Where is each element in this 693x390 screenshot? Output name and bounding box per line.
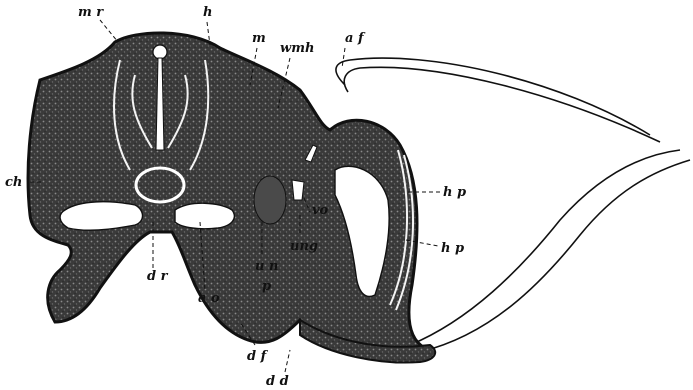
label-vo: vo (312, 203, 329, 218)
right-aorta-space (175, 203, 234, 229)
left-aorta-space (60, 202, 142, 230)
label-ung: ung (290, 239, 318, 254)
neural-canal-stem (156, 58, 164, 150)
label-af: a f (345, 31, 366, 46)
leader-af (342, 48, 345, 68)
label-dd: d d (266, 374, 289, 389)
label-wmh: wmh (280, 41, 314, 56)
wolffian-body (254, 176, 286, 224)
label-df: d f (247, 349, 269, 364)
label-dr: d r (147, 269, 169, 284)
leader-mr (100, 20, 118, 42)
label-hp-lower: h p (441, 241, 464, 256)
amnion-fold-outer (336, 58, 650, 135)
label-h: h (203, 5, 212, 20)
wolffian-duct (292, 180, 304, 200)
label-p: p (262, 279, 271, 294)
label-m: m (252, 31, 266, 46)
label-mr: m r (78, 5, 104, 20)
amnion-fold-inner (344, 67, 660, 142)
label-un: u n (255, 259, 278, 274)
label-ao: a o (198, 291, 220, 306)
label-hp-upper: h p (443, 185, 466, 200)
label-ch: ch (5, 175, 22, 190)
leader-dd (285, 350, 290, 372)
neural-canal (153, 45, 167, 59)
